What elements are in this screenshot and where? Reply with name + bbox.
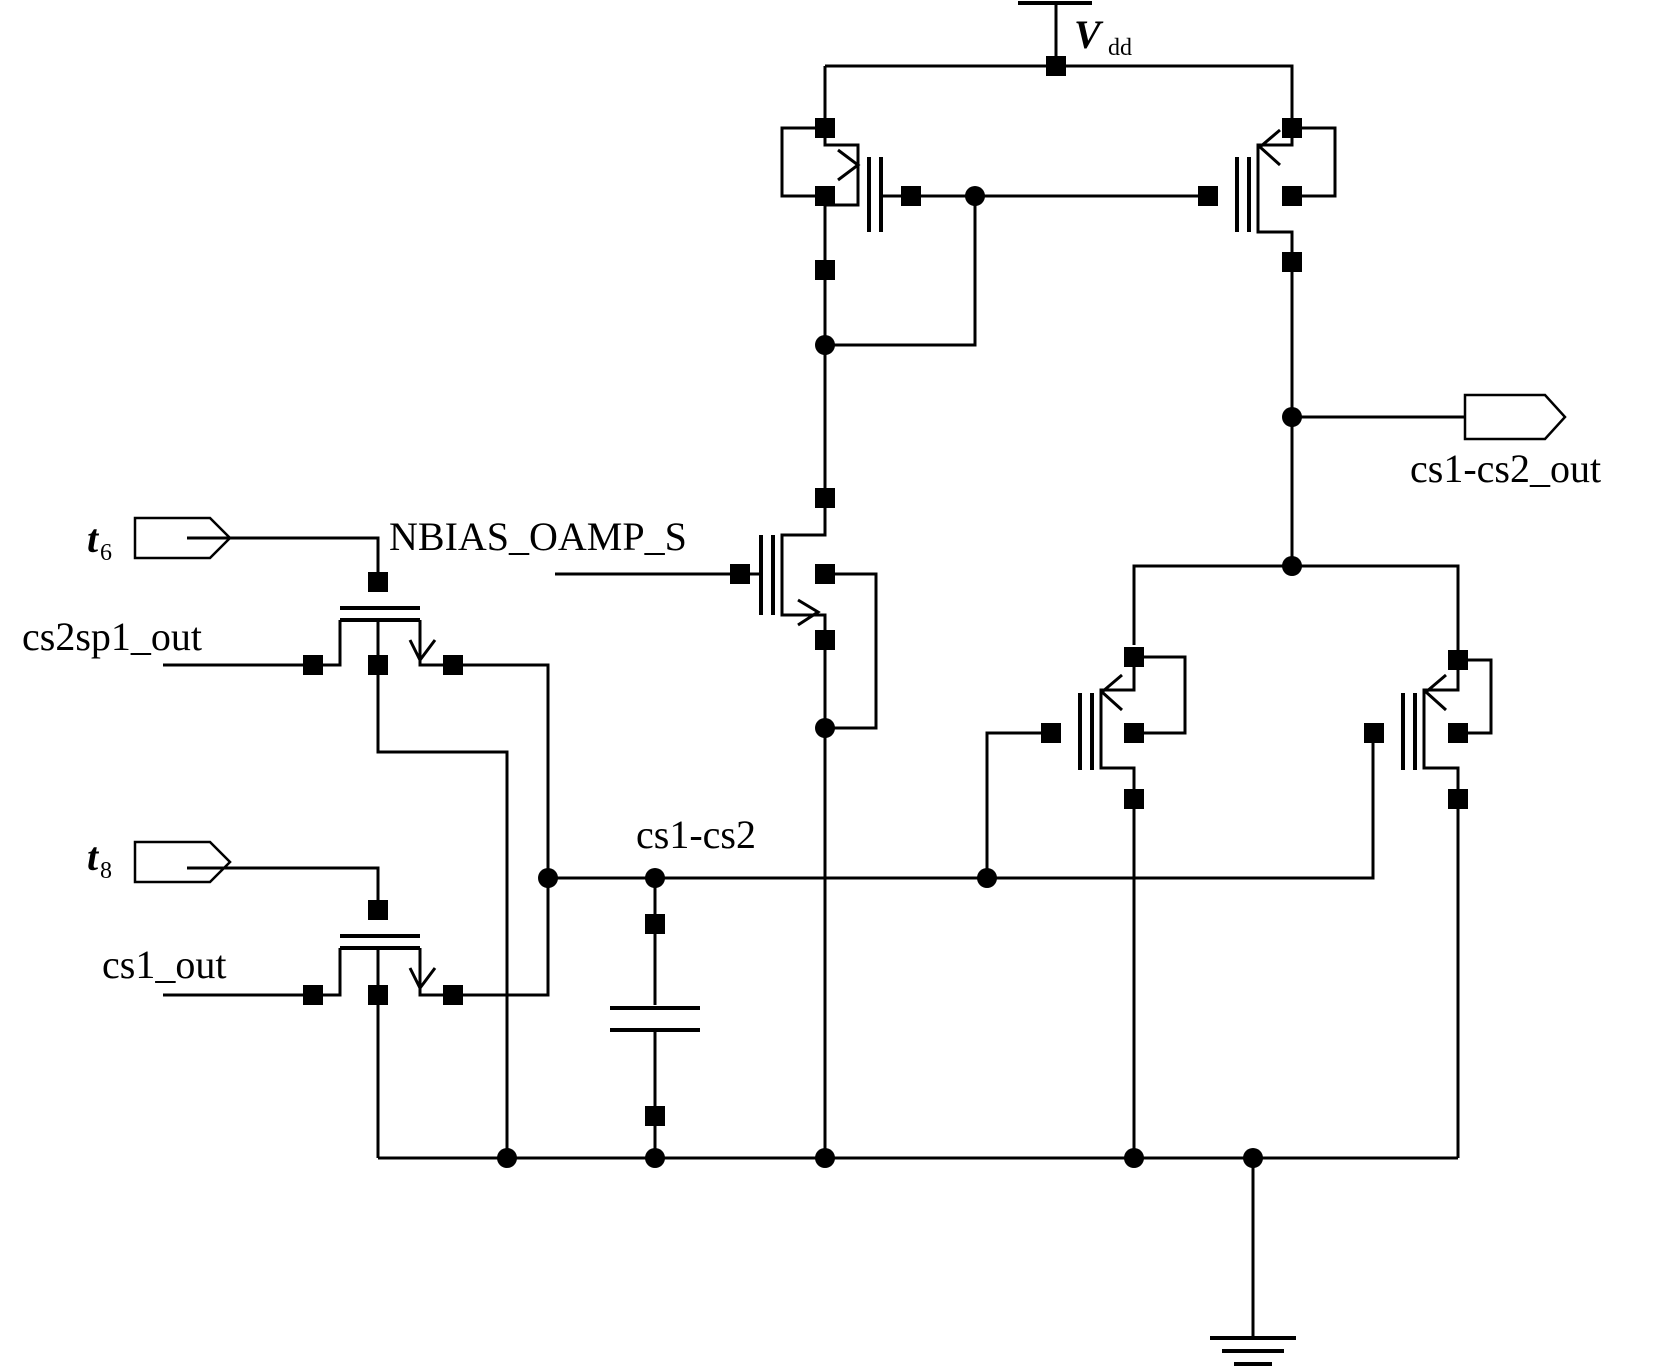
ground-symbol [1210,1158,1296,1366]
node-gnd-1 [497,1148,517,1168]
cs1-cs2-label: cs1-cs2 [636,812,756,857]
vdd-label: V [1074,12,1104,57]
input-port-t6 [133,516,232,560]
pmos-diff-right [987,645,1493,1158]
cs2sp1-out-label: cs2sp1_out [22,614,202,659]
pmos-mirror-right [1198,115,1337,272]
nmos-tail-bias [555,488,878,730]
node-gnd-2 [645,1148,665,1168]
t8-subscript: 8 [100,858,112,884]
switch-t8 [133,840,550,1158]
input-port-t8 [133,840,232,884]
vdd-subscript: dd [1108,35,1132,61]
switch-t6 [133,516,550,1158]
pmos-mirror-left [780,118,975,345]
node-diff-common [1282,556,1302,576]
pmos-diff-left [985,647,1187,1158]
output-port-cs1-cs2-out [1463,393,1567,441]
node-gnd-4 [1124,1148,1144,1168]
mirror-diode-wire [825,196,977,347]
t6-subscript: 6 [100,540,112,566]
nbias-label: NBIAS_OAMP_S [389,514,687,559]
t8-label: t [87,834,100,879]
cs1-out-label: cs1_out [102,942,226,987]
node-cs1-cs2-gate [977,868,997,888]
node-output [1282,407,1302,427]
node-mirror-gate [965,186,985,206]
output-label: cs1-cs2_out [1410,446,1601,491]
node-gnd-3 [815,1148,835,1168]
t6-label: t [87,516,100,561]
diff-pair-tail-wire [1132,564,1460,645]
vdd-rail [825,64,1294,115]
capacitor [610,878,700,1158]
